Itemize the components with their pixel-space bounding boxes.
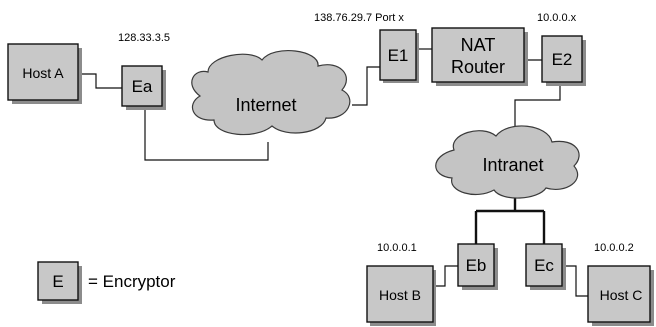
internet-label: Internet: [235, 95, 296, 115]
nat-label-line1: NAT: [461, 35, 496, 55]
e2-label: E2: [552, 50, 573, 69]
link-hosta-ea: [82, 73, 122, 89]
intranet-label: Intranet: [482, 155, 543, 175]
internet-cloud: Internet: [191, 49, 351, 136]
encryptor-ea: Ea: [121, 65, 166, 110]
encryptor-ec: Ec: [525, 243, 566, 290]
host-b: Host B: [366, 265, 436, 326]
ec-label: Ec: [534, 256, 554, 275]
e2-address: 10.0.0.x: [537, 12, 577, 24]
e1-label: E1: [388, 46, 409, 65]
link-ec-hostc: [562, 265, 588, 297]
encryptor-e2: E2: [541, 35, 586, 86]
host-c-label: Host C: [600, 287, 643, 303]
host-a: Host A: [7, 43, 82, 104]
link-ea-internet: [144, 110, 269, 161]
eb-label: Eb: [466, 256, 487, 275]
legend-symbol: E: [52, 272, 63, 291]
connections: [82, 48, 588, 297]
e1-address: 138.76.29.7 Port x: [314, 12, 404, 24]
link-internet-e1: [352, 66, 380, 106]
ea-address: 128.33.3.5: [118, 32, 170, 44]
legend-text: = Encryptor: [88, 272, 176, 291]
encryptor-eb: Eb: [457, 243, 498, 290]
encryptor-e1: E1: [379, 29, 419, 83]
nat-label-line2: Router: [451, 57, 505, 77]
host-c-address: 10.0.0.2: [594, 242, 634, 254]
ea-label: Ea: [132, 77, 153, 96]
host-b-address: 10.0.0.1: [377, 242, 417, 254]
host-b-label: Host B: [379, 287, 421, 303]
link-eb-hostb: [433, 265, 458, 287]
nat-router: NAT Router: [431, 27, 528, 86]
intranet-cloud: Intranet: [435, 125, 580, 199]
link-e2-intranet: [514, 83, 561, 126]
legend: E = Encryptor: [37, 261, 176, 304]
host-c: Host C: [587, 265, 654, 326]
host-a-label: Host A: [22, 65, 64, 81]
